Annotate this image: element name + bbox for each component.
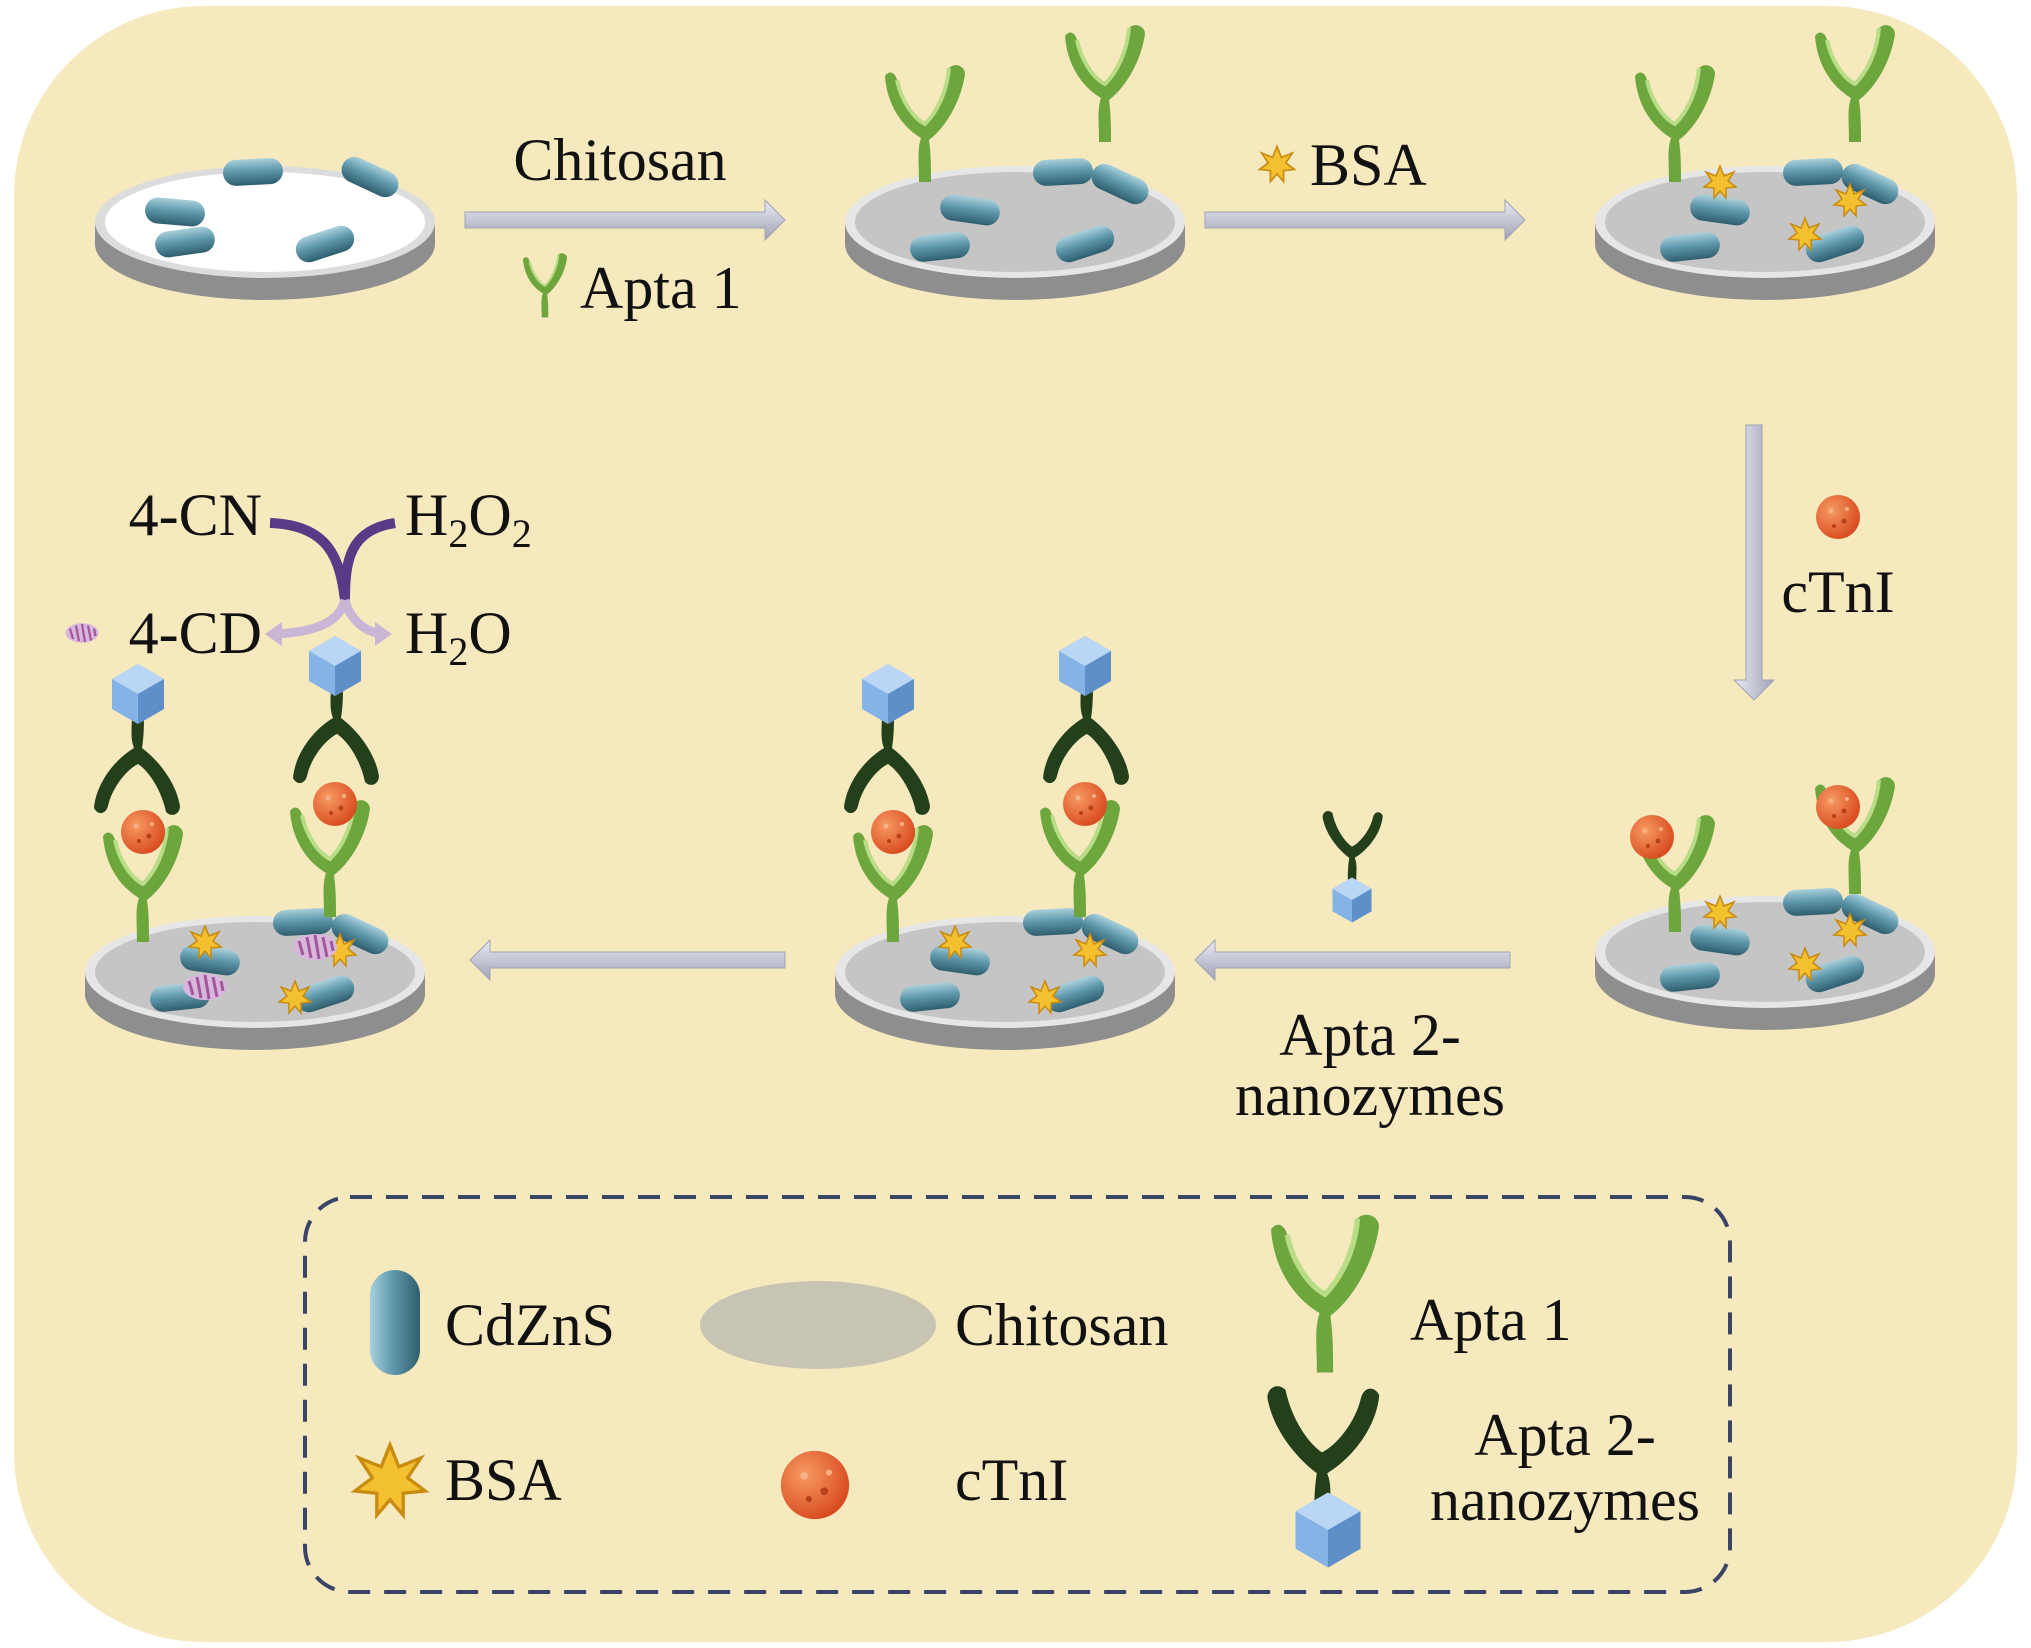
legend: CdZnS Chitosan Apta 1 BSA cTnI Apta 2- n… [303, 1195, 1732, 1594]
label-chitosan: Chitosan [513, 127, 726, 193]
label-apta2-line2: nanozymes [1235, 1062, 1505, 1128]
legend-chitosan-swatch [700, 1281, 936, 1369]
label-apta1-step: Apta 1 [580, 255, 742, 321]
legend-ctni-swatch [780, 1450, 850, 1520]
reactant-h2o2: H2O2 [405, 482, 532, 556]
product-h2o: H2O [405, 600, 512, 674]
reaction-scheme [265, 518, 396, 646]
label-ctni-step: cTnI [1781, 559, 1894, 625]
product-4cd: 4-CD [129, 600, 262, 666]
legend-cdzns-label: CdZnS [445, 1292, 615, 1358]
arrow-step5 [469, 938, 786, 982]
arrow-step1 [464, 198, 786, 242]
reactant-4cn: 4-CN [129, 482, 262, 548]
legend-apta2-label-line1: Apta 2- [1474, 1402, 1656, 1468]
product-icon [64, 622, 100, 644]
label-bsa-step: BSA [1310, 132, 1427, 198]
arrow-step3 [1732, 424, 1776, 701]
arrow-step2 [1204, 198, 1526, 242]
legend-box [303, 1195, 1732, 1594]
legend-chitosan-label: Chitosan [955, 1292, 1168, 1358]
background-panel [14, 6, 2017, 1642]
legend-cdzns-swatch [370, 1270, 420, 1375]
legend-bsa-label: BSA [445, 1447, 562, 1513]
legend-apta2-label-line2: nanozymes [1430, 1467, 1700, 1533]
ctni-icon [1816, 495, 1860, 539]
legend-ctni-label: cTnI [955, 1447, 1068, 1513]
arrow-step4 [1194, 938, 1511, 982]
legend-apta1-label: Apta 1 [1410, 1287, 1572, 1353]
label-apta2-line1: Apta 2- [1279, 1002, 1461, 1068]
